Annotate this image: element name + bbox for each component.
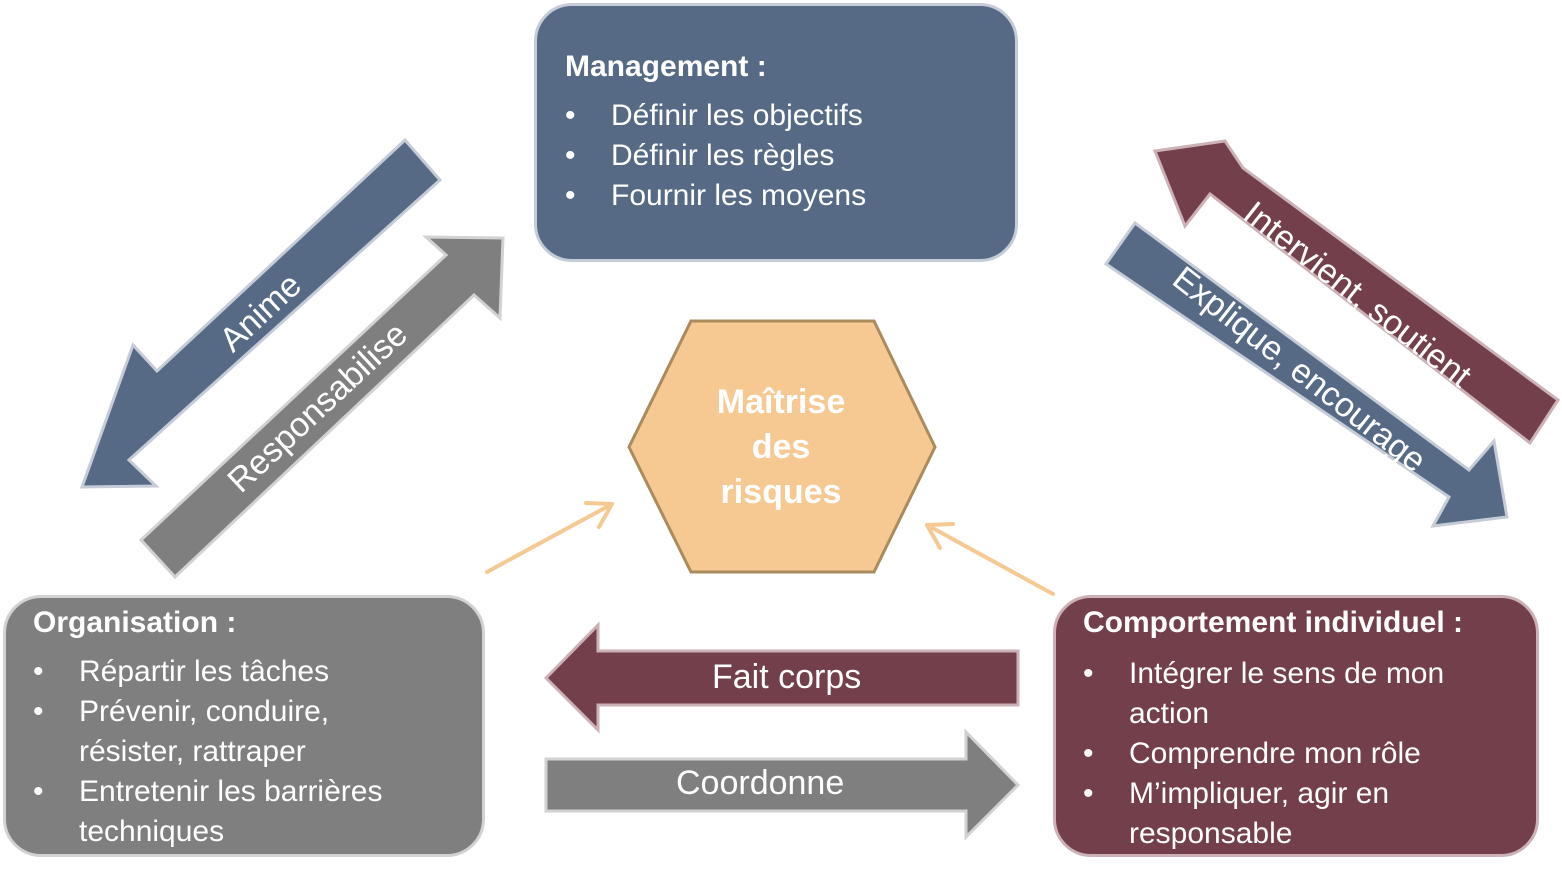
list-item: •Entretenir les barrières techniques [33,772,433,852]
list-item: •Définir les règles [565,136,1015,176]
list-item: •Fournir les moyens [565,176,1015,216]
bullet-glyph: • [33,775,44,808]
management-list: •Définir les objectifs •Définir les règl… [565,96,1015,216]
list-item: •Comprendre mon rôle [1083,734,1493,774]
small-arrow-right [925,522,1055,596]
bullet-glyph: • [1083,737,1094,770]
list-item: •Définir les objectifs [565,96,1015,136]
bullet-glyph: • [1083,777,1094,810]
coordonne-arrow [544,728,1021,841]
organisation-title: Organisation : [33,606,237,639]
explique-arrow [1103,220,1509,528]
center-line: risques [720,473,842,511]
list-item: •M’impliquer, agir en responsable [1083,774,1493,854]
responsabilise-arrow [138,235,505,580]
anime-arrow [79,137,443,489]
list-item: •Intégrer le sens de mon action [1083,654,1493,734]
comportement-list: •Intégrer le sens de mon action •Compren… [1083,654,1493,854]
management-box: Management : •Définir les objectifs •Déf… [534,3,1018,262]
bullet-glyph: • [1083,657,1094,690]
coordonne-label: Coordonne [676,764,845,802]
center-line: Maîtrise [716,383,846,421]
bullet-glyph: • [33,695,44,728]
fait-corps-arrow [543,621,1020,734]
list-item: •Répartir les tâches [33,652,433,692]
bullet-glyph: • [565,99,576,132]
management-title: Management : [565,50,767,83]
center-hexagon [627,319,937,574]
bullet-glyph: • [33,655,44,688]
small-arrow-left [485,501,614,574]
organisation-box: Organisation : •Répartir les tâches •Pré… [3,595,485,857]
organisation-list: •Répartir les tâches •Prévenir, conduire… [33,652,433,852]
comportement-title: Comportement individuel : [1083,606,1464,639]
center-line: des [751,428,811,466]
bullet-glyph: • [565,179,576,212]
fait-corps-label: Fait corps [712,658,862,696]
list-item: •Prévenir, conduire, résister, rattraper [33,692,433,772]
comportement-box: Comportement individuel : •Intégrer le s… [1053,595,1539,857]
intervient-arrow [1152,139,1561,446]
bullet-glyph: • [565,139,576,172]
center-label: Maîtrise des risques [650,380,912,515]
